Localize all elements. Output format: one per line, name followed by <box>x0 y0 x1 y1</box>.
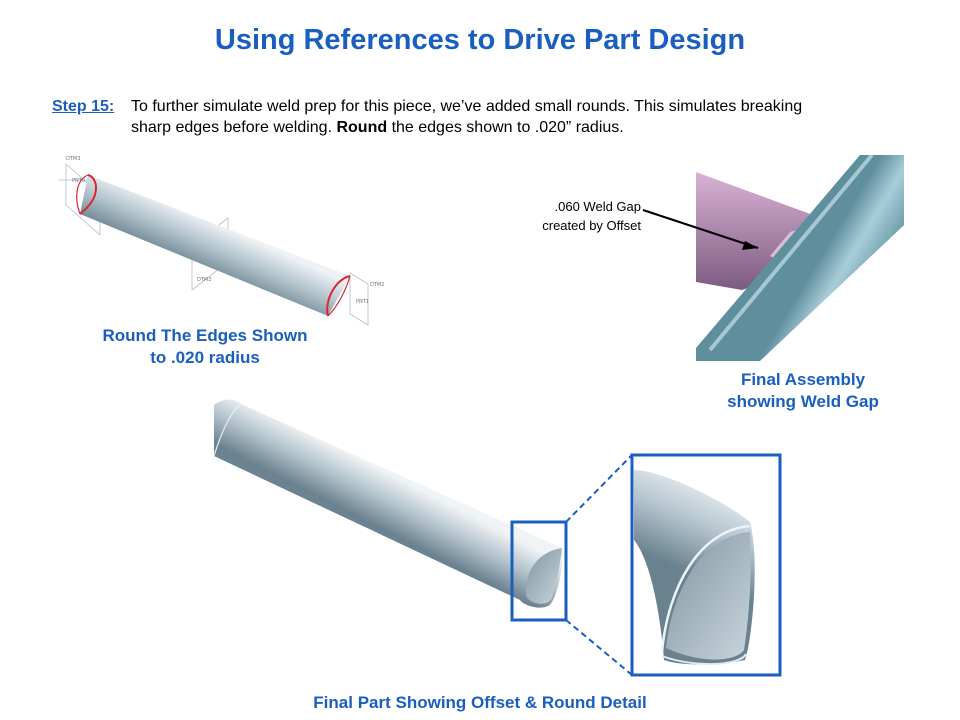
step-text-round-keyword: Round <box>336 119 388 136</box>
pipe-with-datums-figure: DTM3 PNT0 DTM2 DTM2 PNT1 <box>58 156 384 326</box>
caption-final-assembly-line-2: showing Weld Gap <box>727 392 879 411</box>
step-label: Step 15: <box>52 98 115 115</box>
assembly-pipe-highlight <box>708 155 874 352</box>
caption-final-assembly: Final Assembly showing Weld Gap <box>690 369 916 413</box>
step-text-line-1: To further simulate weld prep for this p… <box>131 98 803 115</box>
weld-gap-annotation-line-1: .060 Weld Gap <box>554 199 641 214</box>
caption-round-edges: Round The Edges Shown to .020 radius <box>80 325 330 369</box>
detail-marker-box <box>510 520 568 622</box>
datum-label: PNT1 <box>356 299 369 305</box>
step-text-line-2-start: sharp edges before welding. <box>131 119 337 136</box>
pipe-body <box>80 175 350 316</box>
zoomed-round-edge <box>660 524 751 653</box>
final-assembly-figure <box>696 155 904 361</box>
datum-label: DTM2 <box>370 282 384 288</box>
detail-zoom-frame <box>630 453 782 677</box>
round-detail-zoom <box>634 457 779 673</box>
detail-connector-bottom <box>565 619 633 676</box>
detail-connector-top <box>565 454 633 523</box>
caption-final-assembly-line-1: Final Assembly <box>740 370 866 389</box>
highlighted-edge-left <box>79 174 97 215</box>
step-text-line-2-end: the edges shown to .020” radius. <box>387 119 624 136</box>
highlighted-edge-right-inner <box>327 275 351 317</box>
highlighted-edge-right <box>326 275 351 317</box>
datum-label: PNT0 <box>72 178 85 184</box>
caption-round-edges-line-2: to .020 radius <box>150 348 260 367</box>
zoomed-bottom-edge <box>661 653 747 665</box>
datum-label: DTM2 <box>197 277 211 283</box>
weld-gap-annotation: .060 Weld Gap created by Offset <box>500 197 641 235</box>
caption-final-part: Final Part Showing Offset & Round Detail <box>313 693 647 712</box>
highlighted-edge-left-inner <box>76 174 89 215</box>
datum-plane-right <box>349 272 369 326</box>
final-part-figure <box>213 399 563 608</box>
slide-title: Using References to Drive Part Design <box>214 24 746 56</box>
weld-gap-annotation-line-2: created by Offset <box>542 218 641 233</box>
weld-gap-arrowhead-icon <box>742 241 758 250</box>
weld-gap-leader-line <box>642 209 759 249</box>
caption-round-edges-line-1: Round The Edges Shown <box>102 326 308 345</box>
final-part-round-edge <box>213 403 242 457</box>
datum-label: DTM3 <box>66 156 80 162</box>
final-part-pipe <box>214 399 563 608</box>
zoomed-cut-face <box>666 532 751 660</box>
step-text-line-2: sharp edges before welding. Round the ed… <box>131 117 624 138</box>
assembly-pipe <box>696 155 904 361</box>
final-part-cut-face <box>525 548 562 604</box>
